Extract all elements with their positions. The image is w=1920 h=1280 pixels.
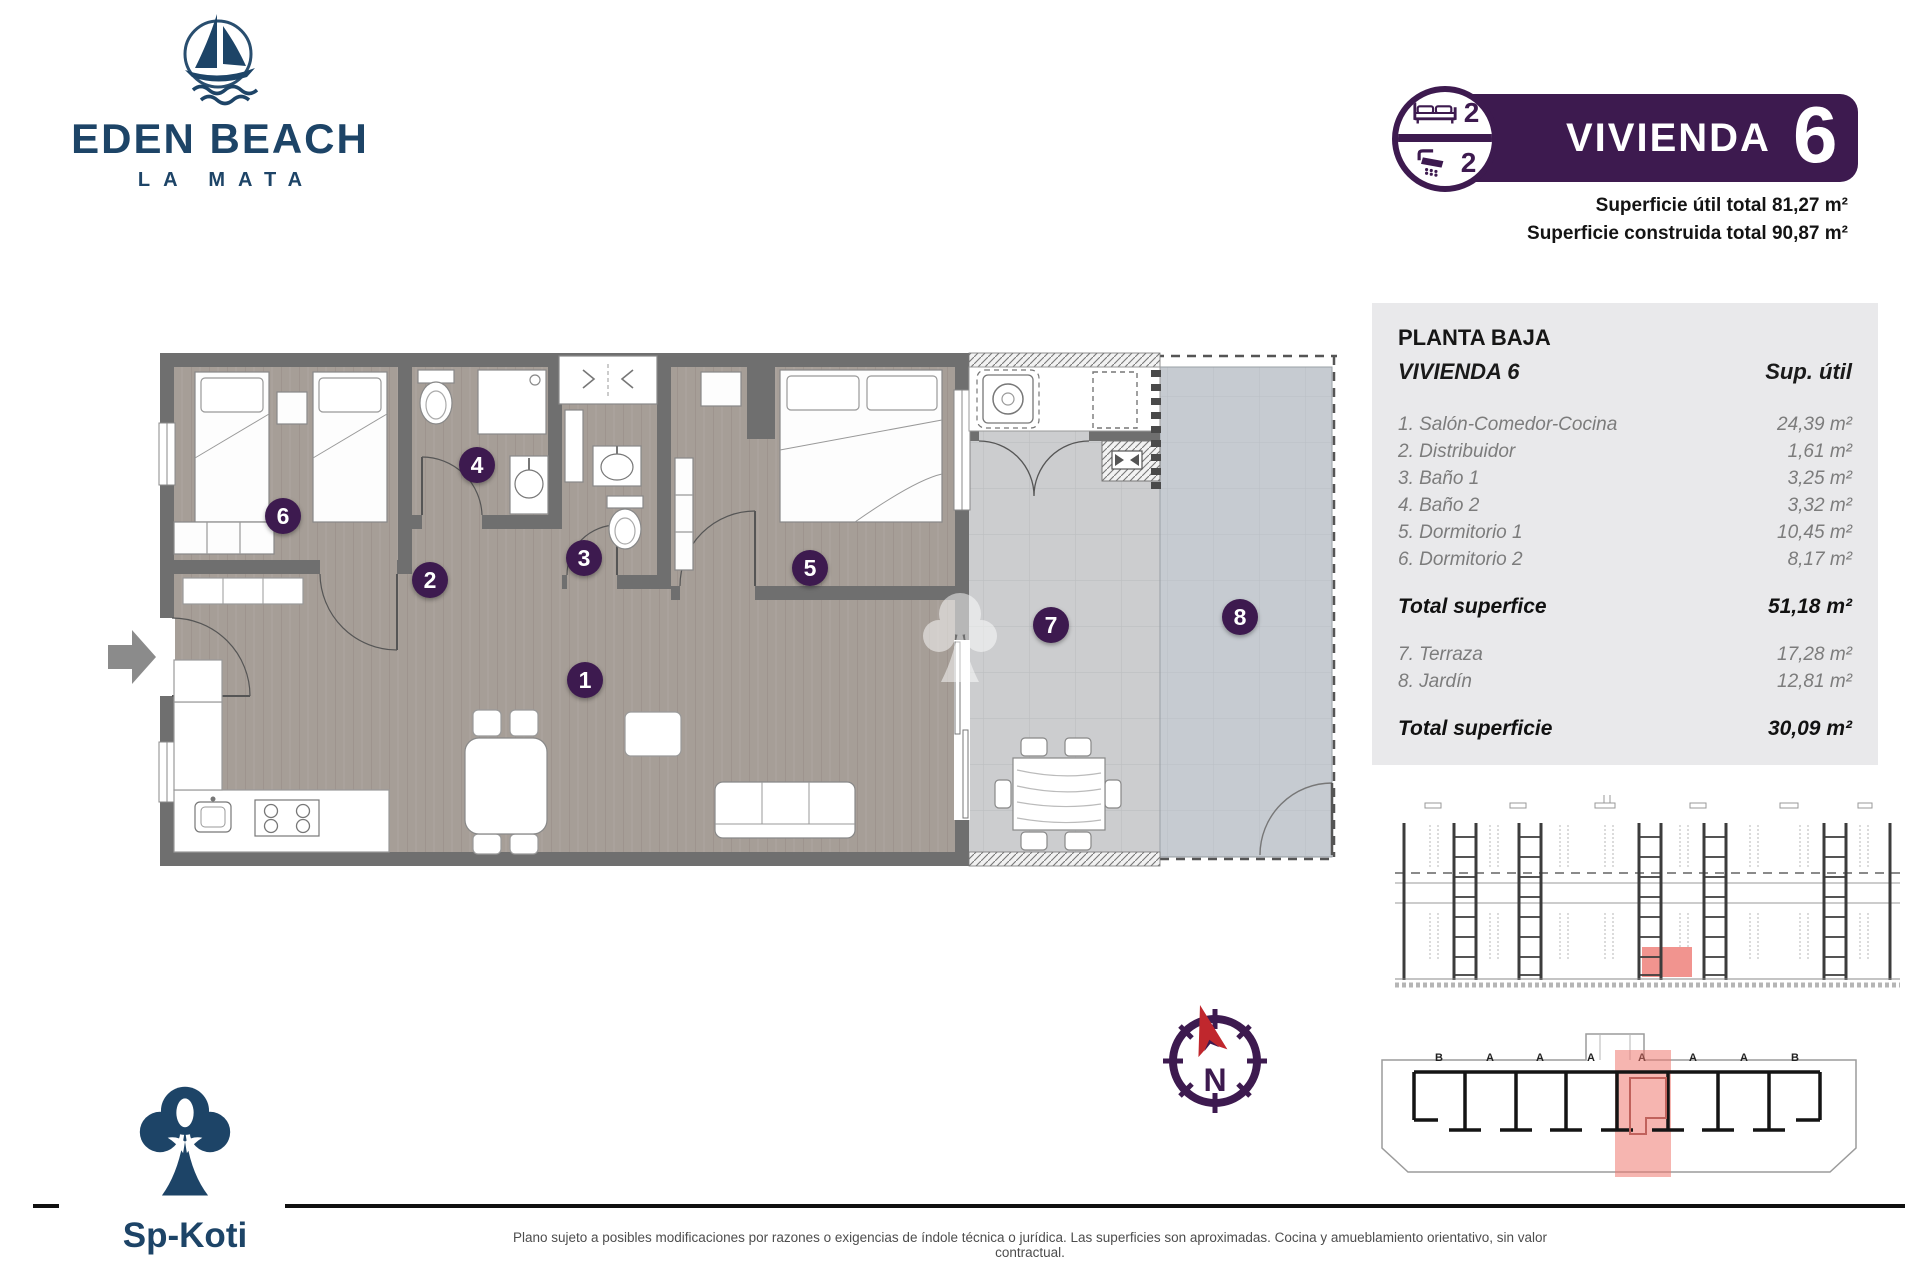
terrace-bottom-wall <box>968 851 1161 867</box>
block-letter: A <box>1587 1052 1595 1064</box>
room-marker-terrace: 7 <box>1033 607 1069 643</box>
north-compass-icon: N <box>1155 995 1275 1130</box>
unit-highlight-elevation <box>1642 947 1692 977</box>
bedroom-count: 2 <box>1463 97 1480 128</box>
bedroom1-furniture <box>674 369 943 571</box>
footer-rule-left <box>33 1204 59 1208</box>
block-letter: B <box>1435 1052 1443 1064</box>
brand-logo: EDEN BEACH LA MATA <box>70 8 370 192</box>
bathroom1-fixtures <box>558 355 658 550</box>
unit-badge-number: 6 <box>1792 90 1838 179</box>
site-plan-drawing <box>1381 1033 1857 1177</box>
unit-badge-title: VIVIENDA <box>1566 115 1771 160</box>
block-letter: A <box>1740 1052 1748 1064</box>
brand-subtitle: LA MATA <box>137 169 316 191</box>
sideboard <box>182 577 304 605</box>
floor-plan-drawing <box>158 352 1337 867</box>
unit-badge-bar: VIVIENDA 6 <box>1438 94 1858 182</box>
unit-badge-stats: 2 2 <box>1392 86 1498 192</box>
floor-title: PLANTA BAJA <box>1398 325 1551 350</box>
block-letter: B <box>1791 1052 1799 1064</box>
garden-boundary <box>1155 354 1337 861</box>
kitchen-furniture <box>173 577 390 853</box>
kitchen-stove <box>254 799 320 837</box>
room-marker-garden: 8 <box>1222 599 1258 635</box>
terrace-slider <box>954 640 970 820</box>
unit-title: VIVIENDA 6 <box>1398 359 1520 384</box>
bedroom1-window <box>953 389 971 511</box>
laundry-closet <box>968 366 1161 497</box>
useful-surface-total: Superficie útil total 81,27 m² <box>1595 195 1848 216</box>
room-marker-bedroom1: 5 <box>792 550 828 586</box>
block-letter: A <box>1486 1052 1494 1064</box>
tree-watermark-icon <box>923 593 997 682</box>
site-plan: B A A A A A A B <box>1368 1022 1868 1182</box>
bed-icon <box>1413 102 1457 124</box>
terrace-table <box>994 737 1122 851</box>
unit-highlight-siteplan <box>1615 1050 1671 1177</box>
fence-ticks <box>1151 370 1161 489</box>
entry-opening <box>159 618 175 696</box>
block-letter: A <box>1536 1052 1544 1064</box>
shower-icon <box>1417 149 1444 177</box>
unit-badge: VIVIENDA 6 2 <box>1392 86 1858 192</box>
dining-set <box>464 709 548 855</box>
room-marker-bedroom2: 6 <box>265 498 301 534</box>
entry-arrow-icon <box>108 630 156 684</box>
entry-door-arc <box>171 617 251 697</box>
closet-top-wall <box>968 352 1161 368</box>
room-marker-hall: 2 <box>412 562 448 598</box>
tree-logo-icon <box>139 1086 231 1196</box>
left-windows <box>158 422 176 803</box>
compass-north-label: N <box>1203 1062 1226 1098</box>
floor-plan: 1 2 3 4 5 6 7 8 <box>155 350 1345 870</box>
areas-table: PLANTA BAJA VIVIENDA 6 Sup. útil 1. Saló… <box>1372 303 1878 765</box>
room-marker-bath2: 4 <box>459 447 495 483</box>
footer-rule-right <box>285 1204 1905 1208</box>
developer-logo: Sp-Koti <box>90 1082 280 1256</box>
brand-name: EDEN BEACH <box>71 115 369 162</box>
garden-gate-arc <box>1259 782 1333 856</box>
block-letter-highlighted: A <box>1638 1052 1646 1064</box>
vent-box <box>1101 440 1161 482</box>
block-letter: A <box>1689 1052 1697 1064</box>
bedroom2-furniture <box>173 371 388 555</box>
kitchen-sink <box>194 801 232 833</box>
column-title: Sup. útil <box>1765 359 1852 384</box>
sofa-set <box>624 711 856 839</box>
bathroom2-fixtures <box>417 369 549 515</box>
surface-summary: Superficie útil total 81,27 m² Superfici… <box>1360 192 1848 248</box>
legal-disclaimer: Plano sujeto a posibles modificaciones p… <box>512 1230 1548 1260</box>
sailboat-icon <box>183 14 259 106</box>
building-elevation <box>1395 795 1900 988</box>
room-marker-living: 1 <box>567 662 603 698</box>
built-surface-total: Superficie construida total 90,87 m² <box>1527 223 1848 244</box>
room-marker-bath1: 3 <box>566 540 602 576</box>
badge-divider <box>1398 134 1492 142</box>
bathroom-count: 2 <box>1460 147 1477 178</box>
developer-name: Sp-Koti <box>122 1216 248 1255</box>
washing-machine-icon <box>992 383 1024 415</box>
